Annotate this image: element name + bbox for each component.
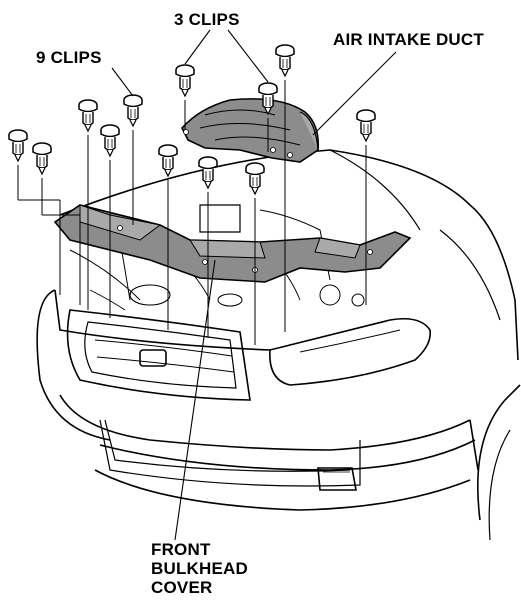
callout-leader-lines: [111, 29, 397, 541]
front-bulkhead-cover-label-line: COVER: [151, 578, 213, 597]
clip-icon: [32, 142, 52, 175]
clip-icon: [245, 162, 265, 195]
front-bulkhead-cover-label-line: FRONT: [151, 540, 211, 559]
air-intake-duct-label: AIR INTAKE DUCT: [333, 30, 484, 49]
clip-icon: [275, 44, 295, 77]
clip-icon: [123, 94, 143, 127]
clip-icon: [78, 99, 98, 132]
vehicle-front-end: [36, 149, 521, 541]
clip-icon: [8, 129, 28, 162]
clip-icon: [175, 64, 195, 97]
air-intake-duct-part: [181, 98, 320, 163]
clip-alignment-lines: [17, 80, 367, 345]
clip-icon: [100, 124, 120, 157]
front-bulkhead-cover-label: FRONT BULKHEAD COVER: [151, 540, 248, 597]
clip-icon: [356, 109, 376, 142]
three-clips-label: 3 CLIPS: [174, 10, 240, 29]
front-bulkhead-cover-label-line: BULKHEAD: [151, 559, 248, 578]
nine-clips-label: 9 CLIPS: [36, 48, 102, 67]
clip-icon: [158, 144, 178, 177]
clip-icon: [198, 156, 218, 189]
front-bulkhead-cover-part: [53, 204, 412, 283]
